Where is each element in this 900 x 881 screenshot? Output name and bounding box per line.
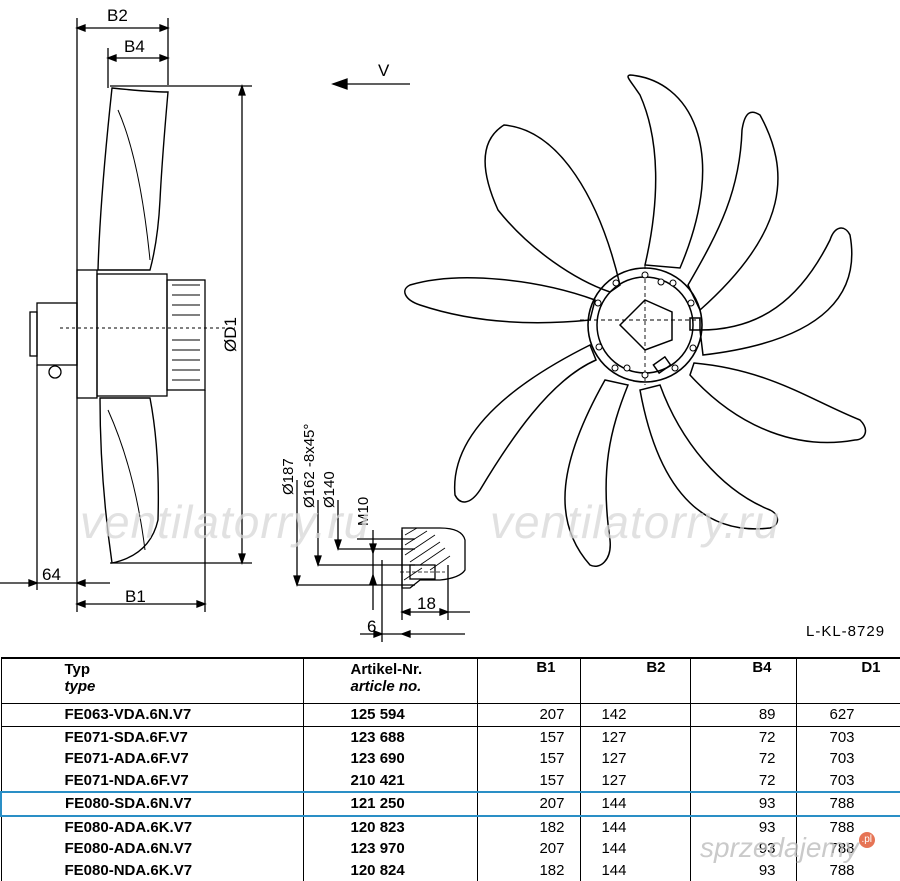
dim-m10-label: M10: [355, 497, 372, 526]
cell-typ: FE080-SDA.6N.V7: [0, 791, 304, 817]
cell-b1: 157: [476, 769, 581, 792]
watermark-left: ventilatorry.ru: [80, 496, 371, 548]
hub-section-detail: [293, 480, 470, 642]
cell-typ: FE071-SDA.6F.V7: [0, 726, 304, 748]
spec-table: Typ type Artikel-Nr. article no. B1 B2 B…: [0, 657, 900, 881]
cell-art: 210 421: [302, 769, 478, 792]
dim-b4-label: B4: [124, 37, 145, 56]
drawing-code: L-KL-8729: [806, 623, 886, 640]
cell-typ: FE080-ADA.6K.V7: [0, 815, 304, 838]
cell-b2: 144: [579, 815, 691, 838]
cell-d1: 627: [795, 703, 900, 727]
cell-b1: 207: [476, 703, 581, 727]
dim-18-label: 18: [417, 594, 436, 613]
header-article: Artikel-Nr. article no.: [302, 657, 478, 704]
dim-d1-label: ØD1: [221, 317, 240, 352]
fan-technical-drawing: B2 B4 B1 64 ØD1 V Ø187 Ø162 -8x45° Ø140 …: [0, 6, 867, 642]
cell-b4: 93: [689, 791, 797, 817]
cell-b4: 72: [689, 726, 797, 748]
cell-b2: 144: [579, 838, 691, 860]
dim-b1-label: B1: [125, 587, 146, 606]
cell-typ: FE080-NDA.6K.V7: [0, 859, 304, 881]
cell-art: 123 688: [302, 726, 478, 748]
cell-b4: 93: [689, 859, 797, 881]
cell-typ: FE071-NDA.6F.V7: [0, 769, 304, 792]
cell-b2: 142: [579, 703, 691, 727]
cell-d1: 703: [795, 726, 900, 748]
dim-d162-label: Ø162 -8x45°: [301, 424, 318, 508]
header-b2: B2: [579, 657, 691, 704]
cell-art: 123 690: [302, 748, 478, 770]
cell-typ: FE080-ADA.6N.V7: [0, 838, 304, 860]
cell-art: 120 824: [302, 859, 478, 881]
dim-64-label: 64: [42, 565, 61, 584]
cell-art: 121 250: [302, 791, 478, 817]
cell-b2: 144: [579, 791, 691, 817]
marketplace-badge: .pl: [858, 832, 875, 848]
cell-d1: 703: [795, 748, 900, 770]
fan-front-view: [404, 74, 867, 567]
dim-d140-label: Ø140: [321, 471, 338, 508]
table-header-row: Typ type Artikel-Nr. article no. B1 B2 B…: [0, 657, 900, 704]
cell-d1: 703: [795, 769, 900, 792]
watermark-right: ventilatorry.ru: [490, 496, 781, 548]
cell-d1: 788: [795, 859, 900, 881]
cell-b4: 93: [689, 838, 797, 860]
cell-b1: 157: [476, 726, 581, 748]
dim-6-label: 6: [367, 617, 376, 636]
cell-b1: 207: [476, 791, 581, 817]
cell-d1: 788: [795, 815, 900, 838]
side-view: [0, 18, 252, 612]
dim-b2-label: B2: [107, 6, 128, 25]
cell-b2: 144: [579, 859, 691, 881]
cell-b1: 182: [476, 815, 581, 838]
cell-b1: 157: [476, 748, 581, 770]
header-typ: Typ type: [0, 657, 304, 704]
cell-b4: 72: [689, 748, 797, 770]
cell-typ: FE063-VDA.6N.V7: [0, 703, 304, 727]
cell-b1: 207: [476, 838, 581, 860]
cell-typ: FE071-ADA.6F.V7: [0, 748, 304, 770]
cell-b2: 127: [579, 726, 691, 748]
dim-d187-label: Ø187: [280, 458, 297, 495]
header-d1: D1: [795, 657, 900, 704]
cell-b1: 182: [476, 859, 581, 881]
cell-d1: 788: [795, 791, 900, 817]
cell-art: 125 594: [302, 703, 478, 727]
cell-b2: 127: [579, 748, 691, 770]
header-b1: B1: [476, 657, 581, 704]
cell-b2: 127: [579, 769, 691, 792]
cell-b4: 89: [689, 703, 797, 727]
cell-art: 120 823: [302, 815, 478, 838]
view-direction-label: V: [378, 61, 390, 80]
header-b4: B4: [689, 657, 797, 704]
marketplace-watermark: sprzedajemy.pl: [700, 832, 875, 864]
cell-art: 123 970: [302, 838, 478, 860]
cell-b4: 72: [689, 769, 797, 792]
